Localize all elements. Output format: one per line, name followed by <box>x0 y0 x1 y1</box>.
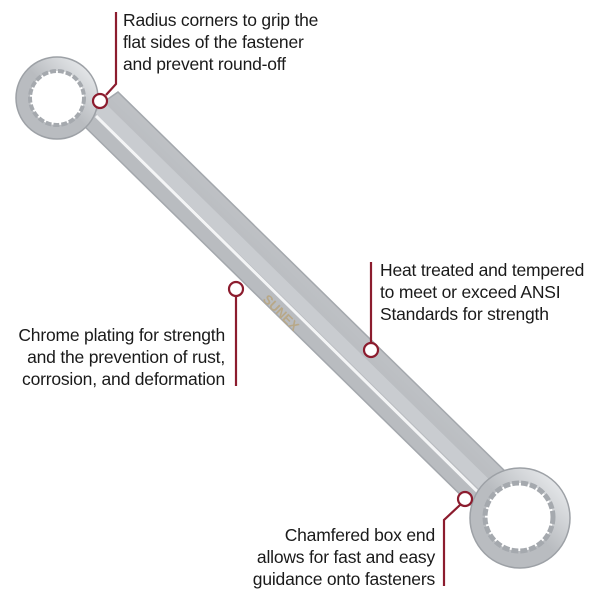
callout-line: and the prevention of rust, <box>27 347 225 367</box>
callout-line: and prevent round-off <box>123 54 286 74</box>
callout-leader-chamfer <box>442 504 461 586</box>
callout-line: allows for fast and easy <box>256 547 435 567</box>
callout-line: Standards for strength <box>380 304 549 324</box>
callout-leader-radius <box>105 12 118 96</box>
callout-heat-treated: Heat treated and tempered to meet or exc… <box>380 259 584 325</box>
callout-line: to meet or exceed ANSI <box>380 282 561 302</box>
callout-marker-radius <box>91 92 109 110</box>
callout-line: guidance onto fasteners <box>252 569 435 589</box>
wrench: SUNEX <box>15 56 571 569</box>
callout-line: flat sides of the fastener <box>123 32 304 52</box>
callout-line: Heat treated and tempered <box>380 260 585 280</box>
callout-line: corrosion, and deformation <box>22 369 225 389</box>
callout-line: Chrome plating for strength <box>18 325 225 345</box>
callout-line: Chamfered box end <box>284 525 436 545</box>
callout-chamfered-box-end: Chamfered box end allows for fast and ea… <box>253 524 435 590</box>
callout-line: Radius corners to grip the <box>123 10 319 30</box>
callout-marker-heat <box>362 341 380 359</box>
callout-marker-chamfer <box>456 490 474 508</box>
callout-marker-chrome <box>227 280 245 298</box>
callout-chrome-plating: Chrome plating for strength and the prev… <box>18 324 225 390</box>
callout-pointers <box>91 12 474 586</box>
callout-radius-corners: Radius corners to grip the flat sides of… <box>123 9 318 75</box>
